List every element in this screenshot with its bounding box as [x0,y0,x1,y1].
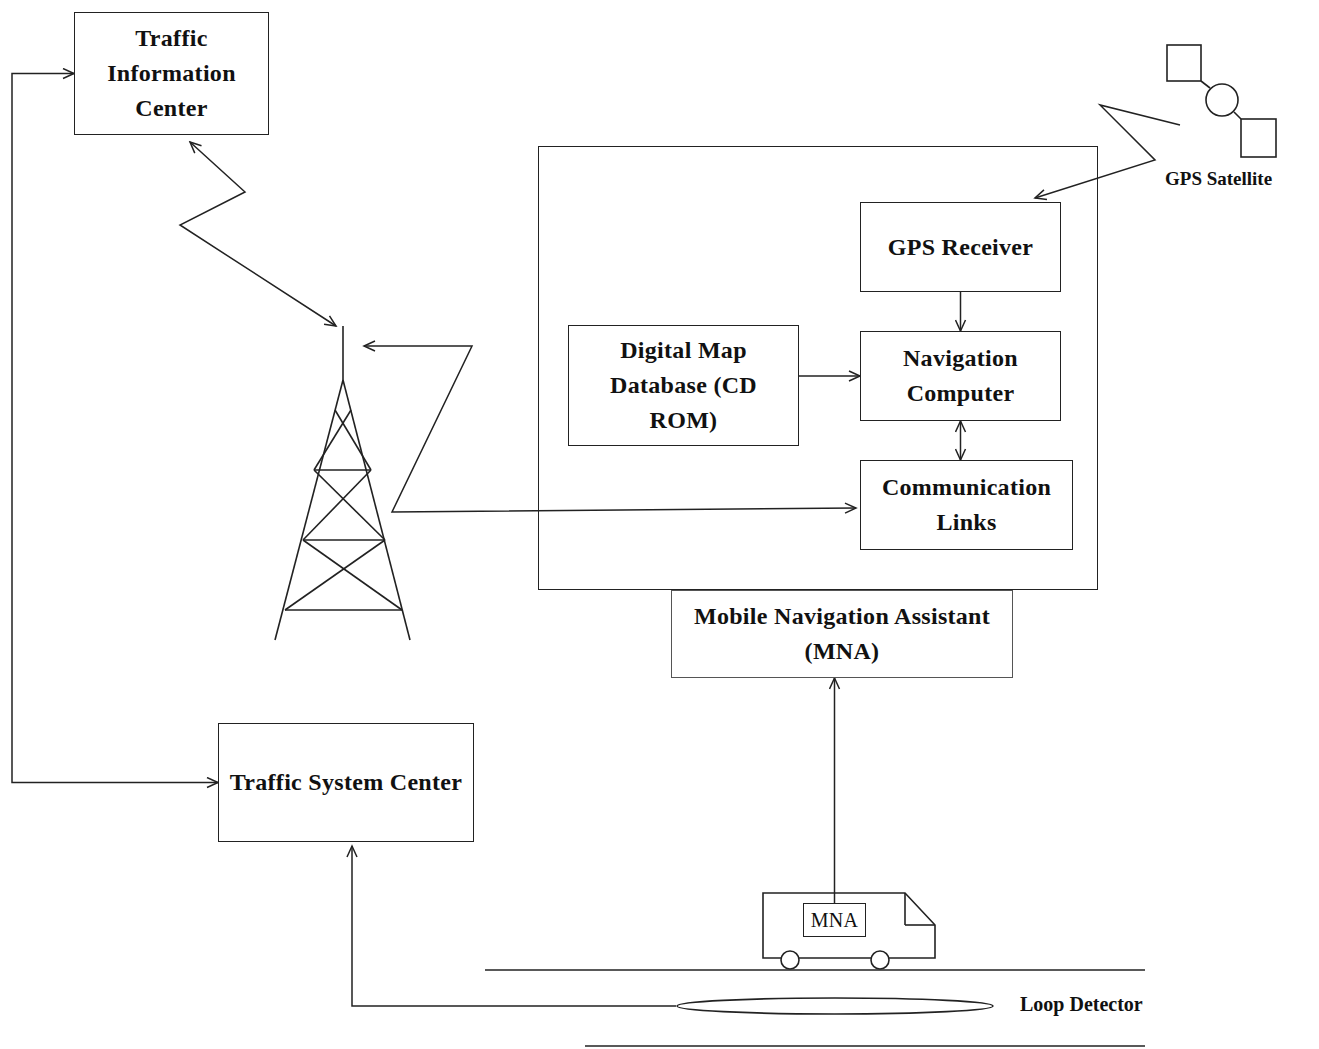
radio-link [1035,105,1180,198]
component-box: Navigation Computer [860,331,1061,421]
box-label: GPS Receiver [888,230,1034,265]
road-edge [585,1045,1145,1047]
tag-text: MNA [811,908,859,932]
loop-detector [677,998,993,1014]
component-box: GPS Receiver [860,202,1061,292]
gps-satellite [1167,45,1276,157]
device-label-box: Mobile Navigation Assistant (MNA) [671,590,1013,678]
radio-link [180,142,336,326]
box-label: Navigation Computer [869,341,1052,411]
radio-tower [275,326,410,640]
device-box: Mobile Navigation Assistant (MNA) GPS Rec… [538,146,1098,678]
connector-arrow [12,74,218,783]
vehicle [763,893,935,969]
connector-arrow [960,292,962,331]
satellite-label: GPS Satellite [1165,168,1272,190]
center-box: Traffic Information Center [74,12,269,135]
device-label: Mobile Navigation Assistant (MNA) [686,599,998,669]
connector-arrow [960,421,962,460]
box-label: Traffic System Center [230,765,462,800]
connector-arrow [799,375,860,377]
box-label: Traffic Information Center [83,21,260,125]
box-label: Communication Links [869,470,1064,540]
box-label: Digital Map Database (CD ROM) [577,333,790,437]
connector-arrow [834,678,836,903]
detector-label: Loop Detector [1020,993,1143,1016]
component-box: Communication Links [860,460,1073,550]
component-box: Digital Map Database (CD ROM) [568,325,799,446]
center-box: Traffic System Center [218,723,474,842]
road-edge [485,969,1145,971]
detector-wire [352,846,676,1006]
device-tag: MNA [803,903,866,937]
